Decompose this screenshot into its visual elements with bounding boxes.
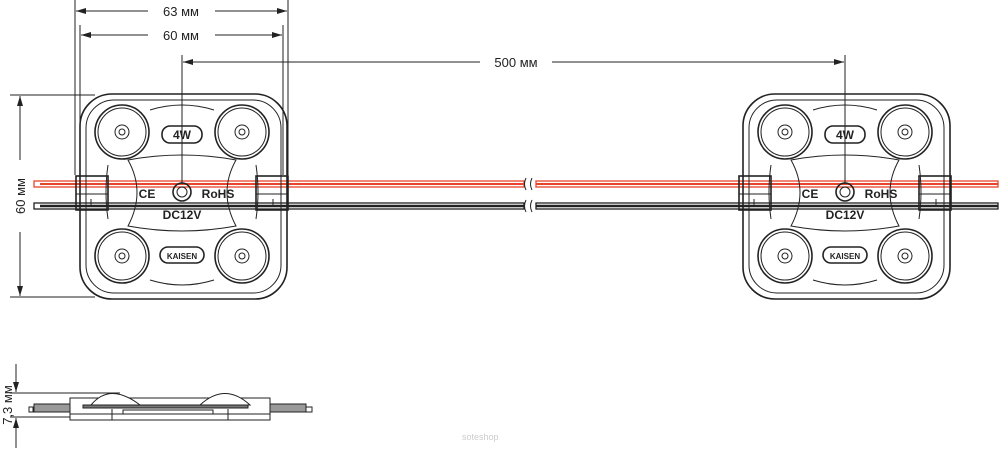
- led-lens: [94, 228, 150, 284]
- wire-connector: [918, 175, 952, 211]
- rohs-mark: RoHS: [202, 187, 235, 201]
- wire-connector: [75, 175, 109, 211]
- wire-connector: [255, 175, 289, 211]
- wire-break-icon: [524, 177, 533, 213]
- led-lens: [214, 104, 270, 160]
- led-lens: [877, 228, 933, 284]
- width-outer-label: 63 мм: [163, 4, 199, 19]
- thickness-label: 7,3 мм: [0, 385, 15, 425]
- side-view: [28, 393, 313, 421]
- voltage-label: DC12V: [826, 208, 865, 222]
- voltage-label: DC12V: [163, 208, 202, 222]
- wire-connector: [738, 175, 772, 211]
- ce-mark: CE: [139, 187, 156, 201]
- brand-label: KAISEN: [830, 252, 860, 261]
- width-inner-label: 60 мм: [163, 28, 199, 43]
- spacing-label: 500 мм: [494, 55, 537, 70]
- brand-label: KAISEN: [167, 252, 197, 261]
- led-lens: [757, 228, 813, 284]
- height-label: 60 мм: [13, 178, 28, 214]
- led-lens: [94, 104, 150, 160]
- rohs-mark: RoHS: [865, 187, 898, 201]
- led-lens: [214, 228, 270, 284]
- led-lens: [757, 104, 813, 160]
- watermark: soteshop: [462, 432, 499, 442]
- ce-mark: CE: [802, 187, 819, 201]
- mounting-hole-icon: [835, 182, 855, 202]
- dimension-lines: [10, 0, 846, 448]
- mounting-hole-icon: [172, 182, 192, 202]
- led-lens: [877, 104, 933, 160]
